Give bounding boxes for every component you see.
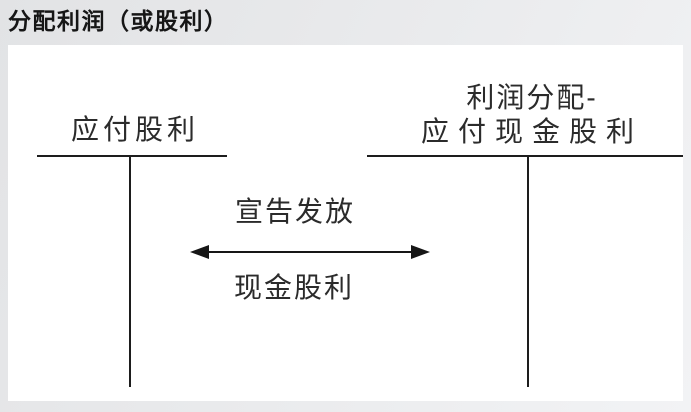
right-account-title-line2: 应付现金股利	[420, 116, 643, 147]
right-account-title-line1: 利润分配-	[466, 82, 598, 113]
right-account-title: 利润分配- 应付现金股利	[382, 81, 682, 149]
arrow-shaft	[203, 250, 417, 254]
right-account-divider-line	[527, 155, 529, 387]
right-account-top-line	[367, 155, 683, 157]
flow-label-cash-dividend: 现金股利	[233, 272, 354, 303]
left-account-top-line	[37, 155, 227, 157]
arrowhead-left-icon	[190, 245, 209, 259]
left-account-divider-line	[129, 155, 131, 387]
double-headed-arrow-icon	[190, 244, 430, 260]
left-account-title: 应付股利	[70, 114, 199, 145]
diagram-panel: 应付股利 利润分配- 应付现金股利 宣告发放 现金股利	[8, 45, 683, 401]
flow-label-declare: 宣告发放	[234, 196, 355, 227]
arrowhead-right-icon	[411, 245, 430, 259]
page-title: 分配利润（或股利）	[8, 8, 229, 34]
